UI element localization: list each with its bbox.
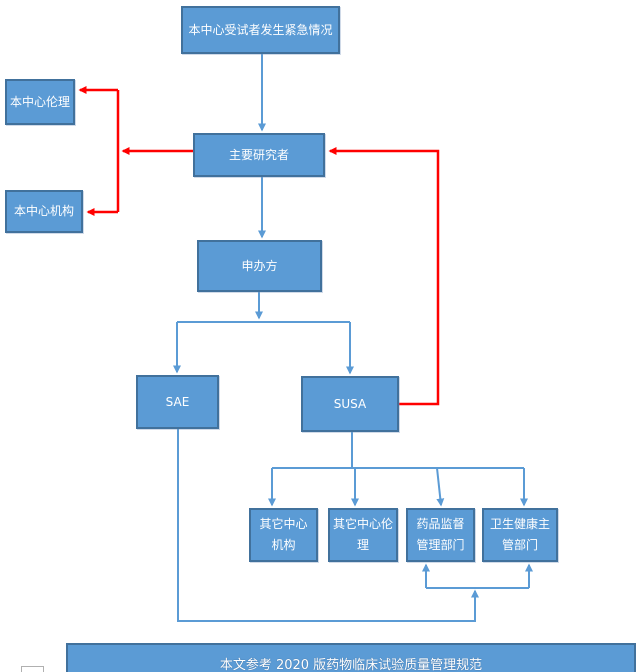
node-label-center-org: 本中心机构	[13, 204, 74, 218]
footer-reference-label: 本文参考 2020 版药物临床试验质量管理规范	[219, 658, 483, 672]
node-sae[interactable]: SAE	[136, 375, 219, 429]
node-label-sae: SAE	[165, 394, 190, 409]
small-square-marker	[21, 666, 44, 672]
node-label-drug-admin: 药品监督 管理部门	[416, 517, 465, 552]
connector-susa-feedback-to-pi	[328, 147, 440, 406]
node-sponsor[interactable]: 申办方	[197, 240, 322, 292]
node-susa[interactable]: SUSA	[301, 376, 399, 432]
node-label-susa: SUSA	[333, 396, 367, 411]
node-other-center-ethics[interactable]: 其它中心伦 理	[328, 508, 398, 562]
node-drug-admin[interactable]: 药品监督 管理部门	[406, 508, 475, 562]
node-label-other-center-ethics: 其它中心伦 理	[333, 517, 394, 552]
node-label-health-admin: 卫生健康主 管部门	[489, 517, 550, 552]
node-label-other-center-org: 其它中心 机构	[259, 517, 308, 552]
connector-to-drug-admin	[436, 467, 445, 507]
node-label-emergency: 本中心受试者发生紧急情况	[188, 22, 333, 37]
node-center-org[interactable]: 本中心机构	[5, 190, 83, 233]
node-other-center-org[interactable]: 其它中心 机构	[249, 508, 318, 562]
node-center-ethics[interactable]: 本中心伦理	[5, 79, 75, 125]
node-health-admin[interactable]: 卫生健康主 管部门	[482, 508, 558, 562]
footer-reference-bar[interactable]: 本文参考 2020 版药物临床试验质量管理规范	[66, 643, 636, 672]
node-label-center-ethics: 本中心伦理	[10, 94, 71, 109]
node-emergency[interactable]: 本中心受试者发生紧急情况	[181, 6, 340, 54]
node-principal-investigator[interactable]: 主要研究者	[193, 133, 325, 177]
node-label-principal-investigator: 主要研究者	[228, 147, 289, 162]
node-label-sponsor: 申办方	[241, 258, 278, 273]
